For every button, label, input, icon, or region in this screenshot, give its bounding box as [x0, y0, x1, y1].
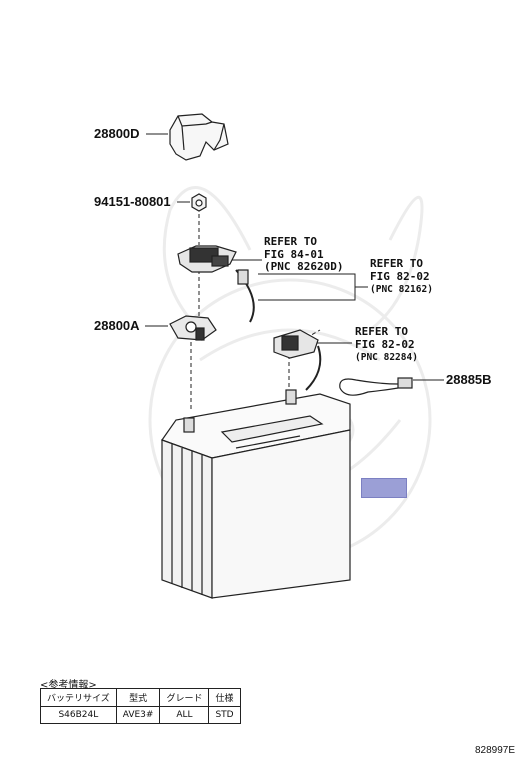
ref1-line1: REFER TO: [264, 235, 317, 248]
ref3-line1: REFER TO: [355, 325, 408, 338]
info-header-cell: 型式: [115, 688, 161, 707]
info-data-row: S46B24L AVE3# ALL STD: [40, 706, 241, 724]
info-header-cell: バッテリサイズ: [40, 688, 117, 707]
refer-fig-82-02-a[interactable]: REFER TO FIG 82-02 (PNC 82162): [370, 257, 433, 297]
info-table: バッテリサイズ 型式 グレード 仕様 S46B24L AVE3# ALL STD: [40, 688, 241, 724]
figure-number: 828997E: [474, 745, 515, 756]
ref2-line1: REFER TO: [370, 257, 423, 270]
part-label-28800d[interactable]: 28800D: [94, 126, 140, 141]
ref3-line2: FIG 82-02: [355, 337, 415, 351]
ref3-line3: (PNC 82284): [355, 352, 418, 363]
ref2-line2: FIG 82-02: [370, 269, 430, 283]
info-header-cell: グレード: [159, 688, 210, 707]
info-title: <参考情報>: [40, 680, 97, 691]
refer-fig-84-01[interactable]: REFER TO FIG 84-01 (PNC 82620D): [264, 235, 344, 274]
battery-body[interactable]: [161, 389, 351, 599]
positive-terminal-clamp[interactable]: [177, 245, 255, 323]
sensor-cable-28885b[interactable]: [339, 377, 413, 396]
nut-94151[interactable]: [191, 193, 207, 212]
ref1-line2: FIG 84-01: [264, 247, 324, 261]
info-cell: ALL: [159, 706, 210, 724]
info-cell: STD: [208, 706, 241, 724]
negative-terminal-clamp[interactable]: [273, 329, 322, 391]
refer-fig-82-02-b[interactable]: REFER TO FIG 82-02 (PNC 82284): [355, 325, 418, 365]
part-label-28885b[interactable]: 28885B: [446, 372, 492, 387]
info-cell: AVE3#: [115, 706, 161, 724]
info-cell: S46B24L: [40, 706, 117, 724]
part-label-94151-80801[interactable]: 94151-80801: [94, 194, 171, 209]
battery-hotspot[interactable]: [361, 478, 407, 498]
info-header-cell: 仕様: [208, 688, 241, 707]
ref2-line3: (PNC 82162): [370, 284, 433, 295]
info-header-row: バッテリサイズ 型式 グレード 仕様: [40, 688, 241, 707]
ref1-line3: (PNC 82620D): [264, 260, 344, 273]
terminal-28800a[interactable]: [169, 315, 217, 341]
part-label-28800a[interactable]: 28800A: [94, 318, 140, 333]
battery-cover-28800d[interactable]: [169, 113, 229, 161]
